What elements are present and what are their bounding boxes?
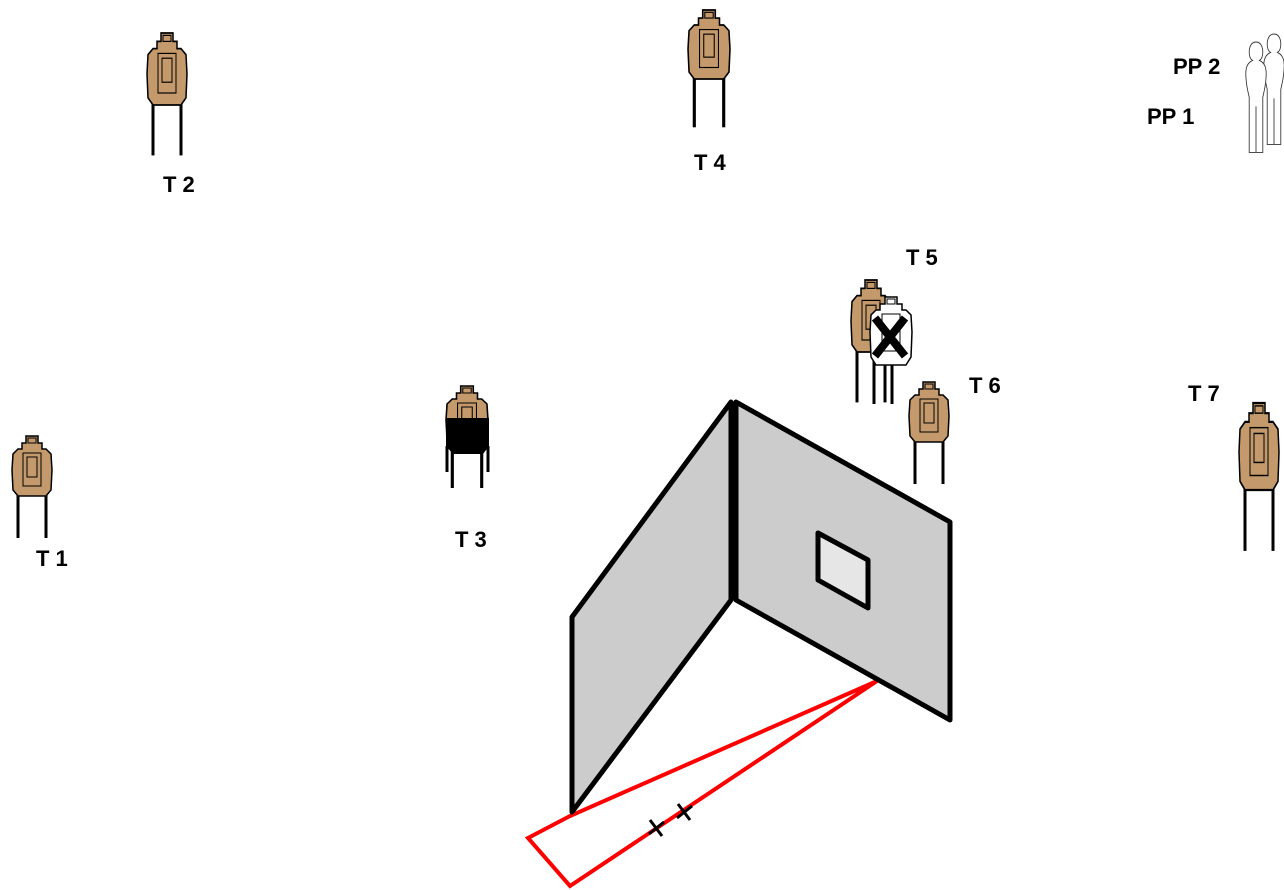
target-t2: T 2 <box>145 31 195 197</box>
target-label-t2: T 2 <box>163 172 195 197</box>
target-t6: T 6 <box>907 373 1001 486</box>
target-t1: T 1 <box>10 434 68 571</box>
target-label-t3: T 3 <box>455 527 487 552</box>
position-label-pp2: PP 2 <box>1173 54 1220 79</box>
target-t4: T 4 <box>686 8 732 175</box>
wall-window-frame <box>815 530 871 611</box>
target-label-t6: T 6 <box>969 373 1001 398</box>
target-label-t1: T 1 <box>36 546 68 571</box>
target-t7: T 7 <box>1188 381 1279 551</box>
target-t3: T 3 <box>444 384 490 552</box>
right-wall-with-window <box>733 399 953 723</box>
no-shoot-target <box>869 296 913 404</box>
position-label-pp1: PP 1 <box>1147 104 1194 129</box>
position-marks <box>648 803 693 837</box>
hardcover <box>446 418 489 454</box>
target-label-t4: T 4 <box>694 150 727 175</box>
shooter-silhouettes <box>1245 33 1284 153</box>
left-wall <box>569 399 734 815</box>
target-t5: T 5 <box>849 245 938 405</box>
target-label-t5: T 5 <box>906 245 938 270</box>
target-label-t7: T 7 <box>1188 381 1220 406</box>
